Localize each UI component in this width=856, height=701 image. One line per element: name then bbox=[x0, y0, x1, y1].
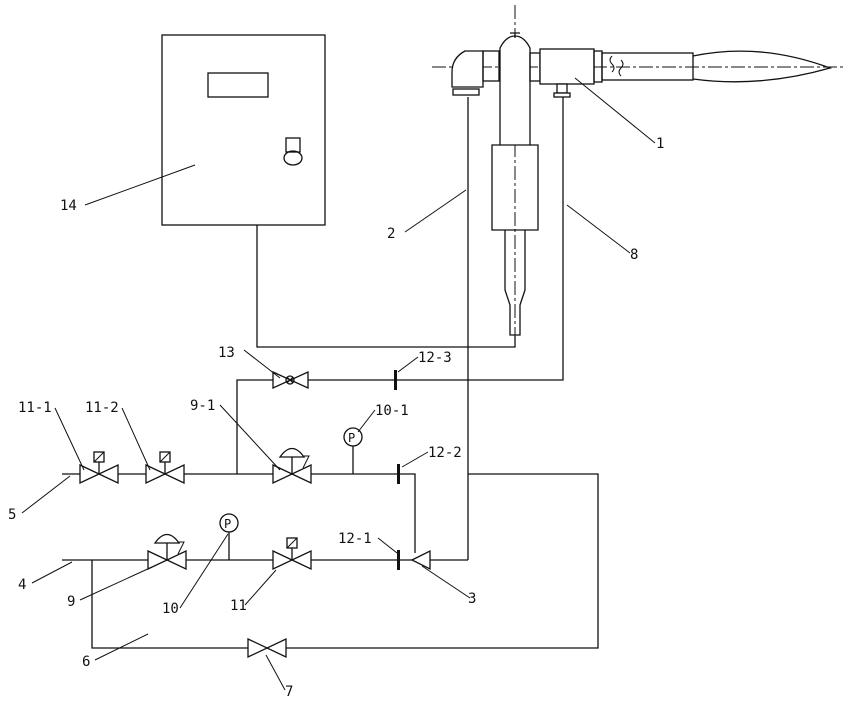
label-8: 8 bbox=[630, 247, 638, 263]
label-14: 14 bbox=[60, 198, 77, 214]
check-valve-3[interactable] bbox=[412, 551, 430, 569]
control-box bbox=[162, 35, 325, 225]
svg-text:P: P bbox=[348, 431, 355, 445]
display-window bbox=[208, 73, 268, 97]
part-labels: 14 1 2 8 13 12-3 11-1 11-2 9-1 10-1 12-2… bbox=[8, 136, 664, 700]
solenoid-valve-11-1[interactable] bbox=[80, 452, 118, 483]
flange-12-1 bbox=[397, 550, 400, 570]
flame bbox=[693, 51, 830, 82]
label-13: 13 bbox=[218, 345, 235, 361]
regulator-valve-9[interactable] bbox=[148, 535, 186, 570]
label-12-2: 12-2 bbox=[428, 445, 462, 461]
label-4: 4 bbox=[18, 577, 26, 593]
burner-assembly bbox=[432, 5, 845, 340]
knob-icon bbox=[284, 138, 302, 165]
signal-cable bbox=[257, 225, 515, 347]
leader-lines bbox=[22, 78, 655, 690]
label-12-1: 12-1 bbox=[338, 531, 372, 547]
elbow bbox=[452, 51, 483, 87]
label-9-1: 9-1 bbox=[190, 398, 215, 414]
bypass-valve-7[interactable] bbox=[248, 639, 286, 657]
pressure-gauge-10-1: P bbox=[344, 428, 362, 474]
flange-12-2 bbox=[397, 464, 400, 484]
label-5: 5 bbox=[8, 507, 16, 523]
label-12-3: 12-3 bbox=[418, 350, 452, 366]
label-11-1: 11-1 bbox=[18, 400, 52, 416]
valve-13[interactable] bbox=[273, 372, 308, 388]
label-10-1: 10-1 bbox=[375, 403, 409, 419]
solenoid-valve-11-2[interactable] bbox=[146, 452, 184, 483]
piping bbox=[62, 97, 598, 648]
burner-body bbox=[540, 49, 594, 84]
flange-12-3 bbox=[394, 370, 397, 390]
label-6: 6 bbox=[82, 654, 90, 670]
regulator-valve-9-1[interactable] bbox=[273, 449, 311, 484]
label-10: 10 bbox=[162, 601, 179, 617]
label-2: 2 bbox=[387, 226, 395, 242]
pressure-gauge-10: P bbox=[220, 514, 238, 560]
svg-text:P: P bbox=[224, 517, 231, 531]
label-11: 11 bbox=[230, 598, 247, 614]
label-7: 7 bbox=[285, 684, 293, 700]
solenoid-valve-11[interactable] bbox=[273, 538, 311, 569]
label-1: 1 bbox=[656, 136, 664, 152]
label-3: 3 bbox=[468, 591, 476, 607]
label-9: 9 bbox=[67, 594, 75, 610]
label-11-2: 11-2 bbox=[85, 400, 119, 416]
